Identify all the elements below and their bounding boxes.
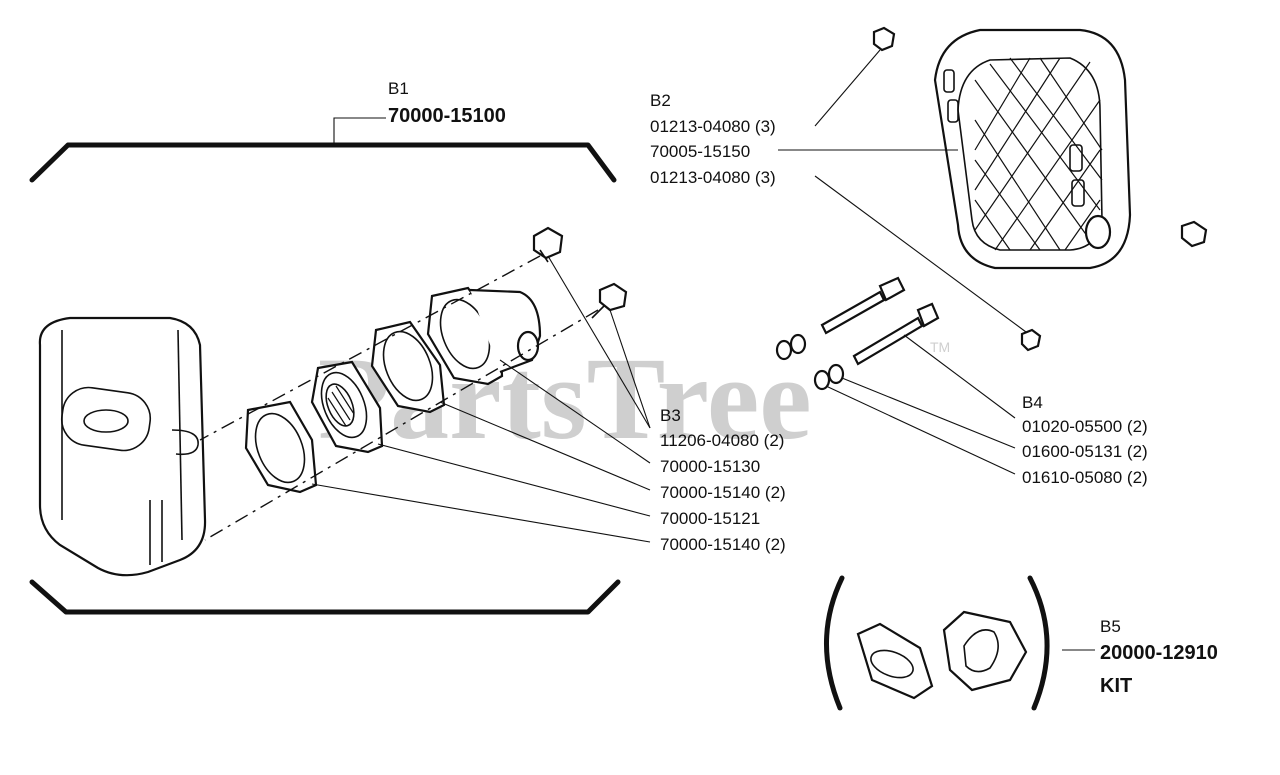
bolt-lower [591,282,628,319]
b2-part-3: 01213-04080 (3) [650,168,776,187]
bolt-upper [532,226,564,263]
b3-part-4: 70000-15121 [660,509,760,528]
gasket-kit-right [942,610,1028,692]
axis-upper [199,255,541,441]
b2-part-1: 01213-04080 (3) [650,117,776,136]
b5-right-bracket [1027,575,1050,711]
screw-lower [1020,328,1042,352]
b4-leader-washer-flat [825,385,1016,475]
watermark-trademark: TM [930,339,950,355]
b3-leader-flange [499,359,651,464]
b3-part-3: 70000-15140 (2) [660,483,786,502]
b3-part-2: 70000-15130 [660,457,760,476]
gasket-kit-left [856,622,934,700]
b1-leader [333,117,386,145]
b4-ref-label: B4 [1022,393,1043,412]
b1-ref-label: B1 [388,79,409,98]
b1-bottom-bracket [29,579,621,615]
b3-leader-bolt-lower [609,309,651,429]
b4-leader-bolt [903,334,1016,419]
axis-lower [204,309,599,541]
screw-right [1180,220,1208,248]
b2-part-2: 70005-15150 [650,142,750,161]
b1-top-bracket [29,142,617,183]
b4-part-1: 01020-05500 (2) [1022,417,1148,436]
b2-leader-screw-lower [814,175,1027,333]
b4-leader-washer-spring [841,377,1016,449]
b5-part-number: 20000-12910 [1100,642,1218,664]
b3-leader-baffle [377,443,651,517]
washers [775,333,845,391]
b5-ref-label: B5 [1100,617,1121,636]
b4-part-2: 01600-05131 (2) [1022,442,1148,461]
long-bolt-upper [820,276,906,335]
b3-part-1: 11206-04080 (2) [660,431,784,450]
b2-leader-screw-top [814,49,881,127]
b3-part-5: 70000-15140 (2) [660,535,786,554]
flange [426,286,542,386]
b3-leader-gasket-inner [439,401,651,491]
b5-left-bracket [824,575,845,711]
gasket-inner [370,320,446,414]
b2-ref-label: B2 [650,91,671,110]
muffler-body [38,316,207,577]
long-bolt-lower [852,302,940,366]
screw-top [872,26,896,52]
b1-part-number: 70000-15100 [388,105,506,127]
b5-kit-label: KIT [1100,675,1132,697]
b3-ref-label: B3 [660,406,681,425]
gasket-outer [244,400,318,494]
b4-part-3: 01610-05080 (2) [1022,468,1148,487]
b3-leader-gasket-outer [311,483,651,543]
b3-leader-bolt-upper [547,255,651,429]
baffle [310,360,384,454]
muffler-cover [933,28,1132,270]
